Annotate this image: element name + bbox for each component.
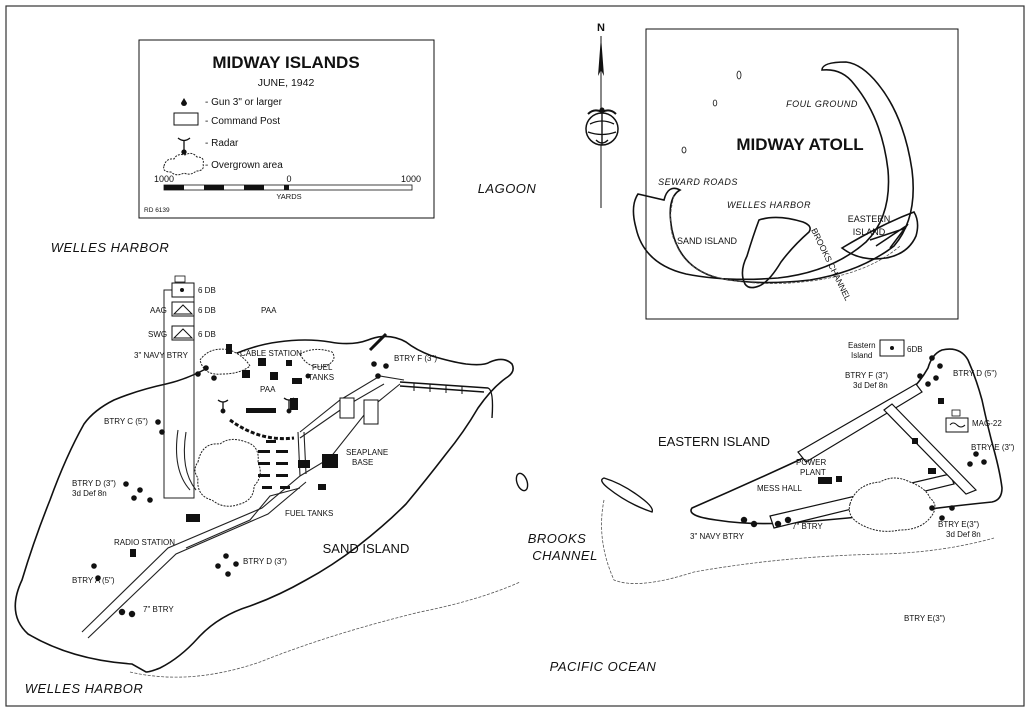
inset-label-eastern-1: EASTERN	[848, 214, 891, 224]
label-eastern-navy-btry: 3" NAVY BTRY	[690, 532, 745, 541]
label-radio-station: RADIO STATION	[114, 538, 175, 547]
label-6db-2: 6 DB	[198, 306, 216, 315]
label-power-plant-1: POWER	[796, 458, 826, 467]
sand-island-name: SAND ISLAND	[323, 541, 410, 556]
label-mag-22: MAG-22	[972, 419, 1002, 428]
compass-north: N	[597, 22, 605, 34]
label-eastern-btry-f-1: BTRY F (3")	[845, 371, 888, 380]
label-seaplane-2: BASE	[352, 458, 373, 467]
legend-item-overgrown: - Overgrown area	[205, 160, 283, 171]
label-seaplane-1: SEAPLANE	[346, 448, 388, 457]
eastern-island-guns	[740, 355, 987, 528]
label-btry-f: BTRY F (3")	[394, 354, 437, 363]
inset-label-sand-island: SAND ISLAND	[677, 236, 738, 246]
label-paa-top: PAA	[261, 306, 277, 315]
label-6db-1: 6 DB	[198, 286, 216, 295]
radar-icon	[177, 137, 191, 155]
label-eastern-btry-e: BTRY E (3")	[971, 443, 1015, 452]
label-eastern-btry-7: 7" BTRY	[792, 522, 823, 531]
overgrown-area-sand-2	[199, 348, 251, 375]
label-eastern-cp-2: Island	[851, 351, 872, 360]
label-eastern-btry-e2-2: 3d Def 8n	[946, 530, 981, 539]
inset-title: MIDWAY ATOLL	[736, 135, 863, 154]
inset-label-seward-roads: SEWARD ROADS	[658, 177, 738, 187]
water-label-brooks: BROOKS	[528, 531, 587, 546]
compass: N	[585, 22, 619, 208]
sand-island-buildings	[130, 344, 379, 557]
water-label-channel: CHANNEL	[532, 548, 598, 563]
water-label-lagoon: LAGOON	[478, 181, 537, 196]
label-btry-c: BTRY C (5")	[104, 417, 148, 426]
label-6db-3: 6 DB	[198, 330, 216, 339]
eastern-island-name: EASTERN ISLAND	[658, 434, 770, 449]
label-eastern-btry-e2-1: BTRY E(3")	[938, 520, 980, 529]
command-post-aag	[171, 301, 195, 317]
label-eastern-6db: 6DB	[907, 345, 923, 354]
label-navy-btry: 3" NAVY BTRY	[134, 351, 189, 360]
overgrown-area-sand-1	[194, 438, 261, 507]
label-fuel-tanks-low: FUEL TANKS	[285, 509, 333, 518]
radar-icon-sand	[217, 397, 295, 414]
inset-sand-island	[741, 216, 811, 289]
sand-island: 6 DB 6 DB 6 DB AAG SWG PAA	[14, 275, 521, 678]
legend-item-radar: - Radar	[205, 138, 239, 149]
label-fuel-tanks-1: FUEL	[312, 363, 333, 372]
scale-right: 1000	[401, 174, 421, 184]
label-eastern-btry-d: BTRY D (5")	[953, 369, 997, 378]
label-btry-d-south: BTRY D (3")	[243, 557, 287, 566]
scale-bar: 1000 0 1000 YARDS	[154, 174, 421, 201]
label-eastern-btry-f-2: 3d Def 8n	[853, 381, 888, 390]
label-eastern-cp-1: Eastern	[848, 341, 876, 350]
command-post-db-1	[171, 282, 195, 298]
label-eastern-btry-e3: BTRY E(3")	[904, 614, 946, 623]
label-btry-d-1: BTRY D (3")	[72, 479, 116, 488]
legend-item-command-post: - Command Post	[205, 116, 280, 127]
label-power-plant-2: PLANT	[800, 468, 826, 477]
eastern-island: EASTERN ISLAND Eastern Island 6DB BTRY D…	[601, 339, 1015, 623]
sand-island-guns	[91, 361, 389, 618]
scale-center: 0	[286, 174, 291, 184]
water-label-welles-harbor-bottom: WELLES HARBOR	[25, 681, 143, 696]
command-post-swg	[171, 325, 195, 341]
gun-icon	[181, 98, 187, 106]
label-fuel-tanks-2: TANKS	[308, 373, 334, 382]
water-label-welles-harbor-top: WELLES HARBOR	[51, 240, 169, 255]
inset-eastern-island	[840, 211, 919, 260]
label-mess-hall: MESS HALL	[757, 484, 802, 493]
map-border	[5, 5, 1025, 707]
label-paa-mid: PAA	[260, 385, 276, 394]
label-btry-d-2: 3d Def 8n	[72, 489, 107, 498]
legend-item-gun: - Gun 3" or larger	[205, 97, 283, 108]
scale-left: 1000	[154, 174, 174, 184]
water-label-pacific-ocean: PACIFIC OCEAN	[550, 659, 657, 674]
legend-title: MIDWAY ISLANDS	[212, 53, 359, 72]
scale-unit: YARDS	[276, 192, 301, 201]
channel-islet-2	[601, 477, 654, 513]
overgrown-area-eastern	[848, 477, 936, 532]
inset-label-eastern-2: ISLAND	[853, 227, 886, 237]
legend-subtitle: JUNE, 1942	[258, 77, 315, 89]
overgrown-area-sand-3	[299, 348, 335, 368]
eastern-island-buildings	[818, 339, 969, 484]
overgrown-area-icon	[163, 152, 204, 176]
label-cable-station: CABLE STATION	[240, 349, 302, 358]
legend-ref: RD 6139	[144, 207, 170, 214]
label-swg: SWG	[148, 330, 167, 339]
inset-label-foul-ground: FOUL GROUND	[786, 99, 858, 109]
inset-atoll: MIDWAY ATOLL FOUL GROUND SEWARD ROADS WE…	[632, 28, 959, 320]
legend-box: MIDWAY ISLANDS JUNE, 1942 - Gun 3" or la…	[138, 39, 435, 219]
globe-anchor-emblem-icon	[585, 107, 619, 146]
command-post-icon	[173, 112, 199, 126]
label-aag: AAG	[150, 306, 167, 315]
channel-islet-1	[515, 472, 529, 492]
label-btry-a: BTRY A (5")	[72, 576, 115, 585]
label-btry-7: 7" BTRY	[143, 605, 174, 614]
inset-label-welles-harbor: WELLES HARBOR	[727, 200, 811, 210]
